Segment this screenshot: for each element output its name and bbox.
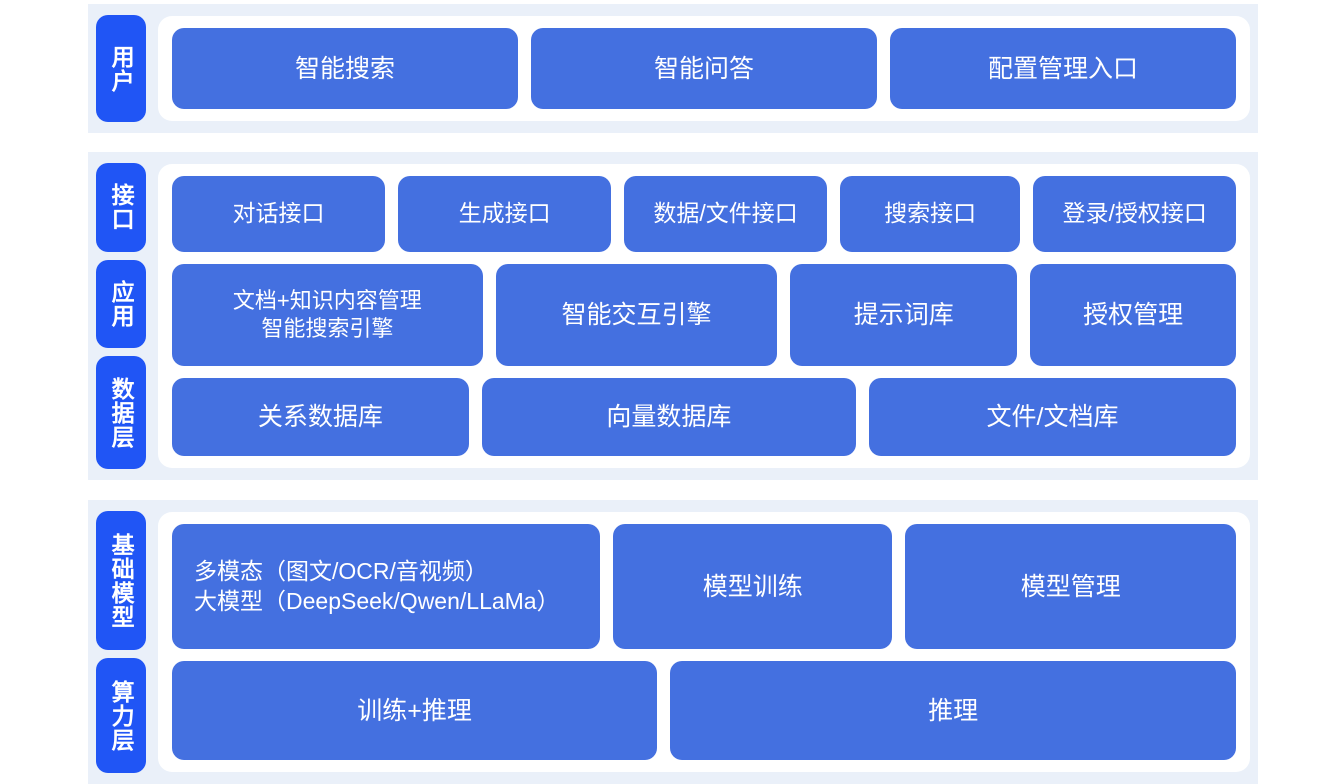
box-authorization-management[interactable]: 授权管理 (1030, 263, 1236, 366)
box-search-interface[interactable]: 搜索接口 (839, 176, 1021, 252)
box-multimodal-large-model[interactable]: 多模态（图文/OCR/音视频） 大模型（DeepSeek/Qwen/LLaMa） (172, 524, 601, 650)
section-user-layer: 用户 智能搜索 智能问答 配置管理入口 (88, 4, 1258, 133)
layer-tab-user[interactable]: 用户 (96, 15, 146, 122)
card-user-layer: 智能搜索 智能问答 配置管理入口 (158, 16, 1250, 121)
row-user-entries: 智能搜索 智能问答 配置管理入口 (172, 28, 1236, 109)
box-generation-interface[interactable]: 生成接口 (398, 176, 612, 252)
layer-tab-compute[interactable]: 算力层 (96, 658, 146, 773)
tab-rail-infrastructure: 基础模型 算力层 (88, 500, 154, 784)
box-doc-knowledge-management[interactable]: 文档+知识内容管理 智能搜索引擎 (172, 263, 483, 366)
box-smart-interaction-engine[interactable]: 智能交互引擎 (495, 263, 778, 366)
box-prompt-library[interactable]: 提示词库 (790, 263, 1018, 366)
box-data-file-interface[interactable]: 数据/文件接口 (624, 176, 827, 252)
layer-tab-data[interactable]: 数据层 (96, 356, 146, 470)
layer-tab-application[interactable]: 应用 (96, 259, 146, 349)
section-platform-layers: 接口 应用 数据层 对话接口 生成接口 数据/文件接口 搜索接口 登录/授权接口… (88, 152, 1258, 480)
row-application-layer: 文档+知识内容管理 智能搜索引擎 智能交互引擎 提示词库 授权管理 (172, 263, 1236, 366)
layer-tab-foundation-model[interactable]: 基础模型 (96, 511, 146, 650)
card-infrastructure-layers: 多模态（图文/OCR/音视频） 大模型（DeepSeek/Qwen/LLaMa）… (158, 512, 1250, 772)
box-login-auth-interface[interactable]: 登录/授权接口 (1033, 176, 1236, 252)
row-interface-layer: 对话接口 生成接口 数据/文件接口 搜索接口 登录/授权接口 (172, 176, 1236, 252)
box-file-document-store[interactable]: 文件/文档库 (868, 377, 1237, 456)
box-config-management-entry[interactable]: 配置管理入口 (890, 28, 1236, 109)
box-inference[interactable]: 推理 (670, 661, 1236, 760)
box-training-plus-inference[interactable]: 训练+推理 (172, 661, 658, 760)
row-data-layer: 关系数据库 向量数据库 文件/文档库 (172, 377, 1237, 456)
layer-tab-interface[interactable]: 接口 (96, 163, 146, 252)
box-model-training[interactable]: 模型训练 (613, 524, 893, 650)
box-smart-search[interactable]: 智能搜索 (172, 28, 518, 109)
section-infrastructure-layers: 基础模型 算力层 多模态（图文/OCR/音视频） 大模型（DeepSeek/Qw… (88, 500, 1258, 784)
row-compute-layer: 训练+推理 推理 (172, 661, 1236, 760)
box-model-management[interactable]: 模型管理 (905, 524, 1236, 650)
box-vector-database[interactable]: 向量数据库 (481, 377, 856, 456)
tab-rail-user: 用户 (88, 4, 154, 133)
box-dialog-interface[interactable]: 对话接口 (172, 176, 386, 252)
row-foundation-model-layer: 多模态（图文/OCR/音视频） 大模型（DeepSeek/Qwen/LLaMa）… (172, 524, 1236, 650)
box-relational-database[interactable]: 关系数据库 (172, 377, 469, 456)
box-smart-qa[interactable]: 智能问答 (531, 28, 877, 109)
tab-rail-platform: 接口 应用 数据层 (88, 152, 154, 480)
card-platform-layers: 对话接口 生成接口 数据/文件接口 搜索接口 登录/授权接口 文档+知识内容管理… (158, 164, 1250, 468)
